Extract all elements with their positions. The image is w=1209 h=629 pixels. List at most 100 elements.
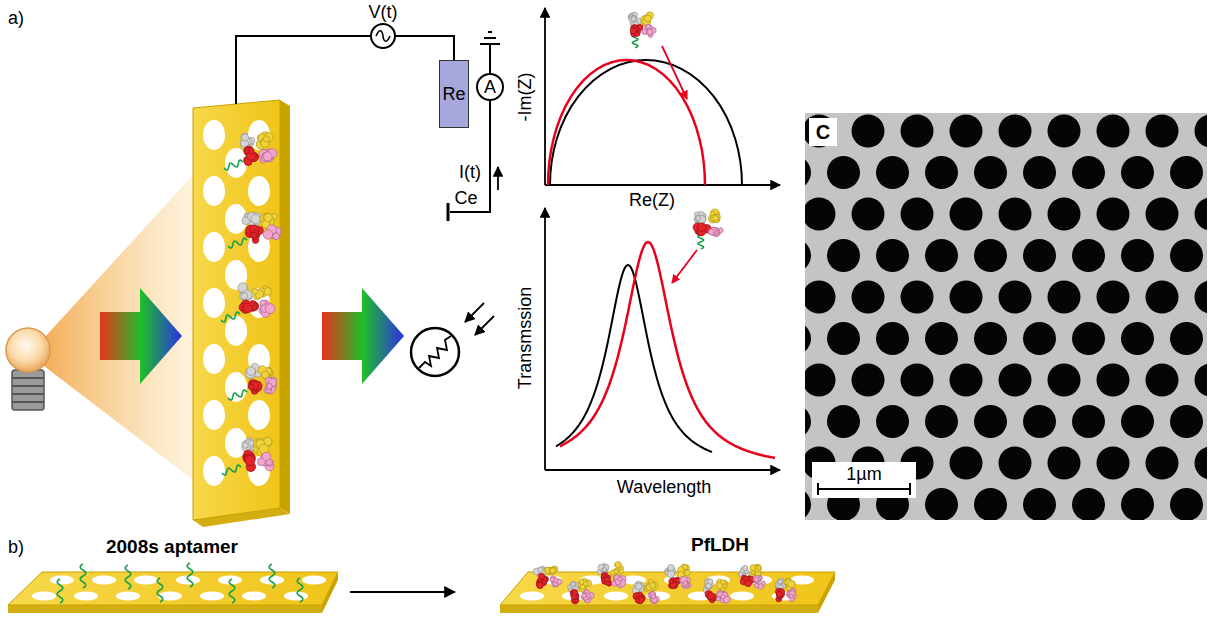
sem-image-part-part — [950, 198, 983, 231]
sem-image-part-part — [852, 198, 885, 231]
nanohole-chip-part — [280, 100, 290, 514]
protein-icon-part — [247, 367, 256, 376]
sem-image-part-part — [1097, 364, 1130, 397]
sem-image-part-part — [974, 488, 1007, 520]
transmission-plot-part — [560, 242, 775, 458]
protein-icon-part — [716, 597, 720, 601]
protein-icon — [632, 580, 659, 604]
protein-icon-part — [647, 29, 653, 35]
sem-image-part — [805, 115, 1207, 521]
protein-icon-part — [630, 28, 636, 34]
sem-image-part-part — [805, 239, 811, 272]
protein-icon-part — [615, 562, 621, 568]
sem-image-part-part — [1072, 488, 1105, 520]
sem-image-part-part — [805, 281, 836, 314]
source-circle — [371, 24, 395, 48]
sem-image-part-part — [852, 281, 885, 314]
protein-icon-part — [251, 214, 260, 223]
sem-image-part-part — [1023, 488, 1056, 520]
sem-image-part-part — [1048, 281, 1081, 314]
sem-image-part-part — [1146, 447, 1179, 480]
aptamer-strand — [269, 564, 275, 588]
sem-image-part-part — [805, 322, 811, 355]
process-arrow — [350, 591, 455, 593]
protein-icon-part — [707, 593, 714, 600]
protein-icon-part — [265, 304, 275, 314]
chip-after-part-part — [520, 592, 544, 601]
nanohole-chip-part-part — [248, 400, 270, 430]
protein-icon-part — [538, 567, 543, 572]
protein-icon-part — [602, 568, 606, 572]
sem-image-part-part — [1072, 156, 1105, 189]
protein-icon-part — [750, 565, 756, 571]
circuit-wires-part — [447, 203, 450, 221]
chip-before-part-part — [200, 592, 224, 601]
protein-icon-part — [696, 216, 701, 221]
chip-after-part-part — [604, 592, 628, 601]
protein-icon-part — [619, 569, 623, 573]
protein-icon-part — [242, 442, 248, 448]
node-text: V(t) — [363, 2, 403, 22]
protein-icon-part — [605, 577, 610, 582]
protein-icon-part — [241, 134, 248, 141]
sem-image-part-part — [999, 115, 1032, 148]
protein-icon-part — [788, 580, 795, 587]
protein-icon-part — [650, 582, 656, 588]
chip-before-part-part — [302, 576, 326, 585]
transmission-plot-part — [545, 469, 780, 471]
protein-icon-part — [644, 15, 651, 22]
protein-icon-part — [263, 136, 269, 142]
protein-icon-part — [754, 583, 758, 587]
aptamer-strand — [222, 465, 241, 475]
sem-image-part-part — [1023, 322, 1056, 355]
panel-label: b) — [8, 537, 24, 557]
sem-image-part-part — [925, 239, 958, 272]
protein-icon-part — [777, 592, 782, 597]
aptamer-strand — [228, 390, 247, 400]
protein-icon-part — [754, 577, 759, 582]
sem-image-part-part — [827, 322, 860, 355]
protein-icon-part — [251, 232, 257, 238]
chip-before-part — [8, 605, 322, 613]
protein-icon-part — [263, 230, 272, 239]
protein-icon-part — [745, 580, 752, 587]
protein-icon — [703, 578, 730, 603]
protein-icon — [246, 363, 277, 394]
protein-icon — [665, 564, 691, 589]
protein-icon-part — [742, 565, 747, 570]
protein-icon-part — [651, 594, 655, 598]
protein-icon-part — [537, 582, 544, 589]
circuit-wires-part — [236, 36, 371, 104]
reference-electrode-box: Re — [439, 60, 468, 128]
protein-icon-part — [538, 573, 544, 579]
protein-icon — [597, 562, 626, 588]
sem-image-part-part — [950, 364, 983, 397]
circle-outline — [477, 74, 503, 100]
chip-before-part-part — [134, 576, 158, 585]
nanohole-chip-part-part — [203, 456, 225, 486]
nyquist-plot-part — [548, 60, 705, 185]
nyquist-plot-part — [550, 60, 742, 185]
sem-image-part — [805, 113, 1207, 520]
axis-label: Wavelength — [617, 477, 711, 497]
sem-image-part-part — [974, 405, 1007, 438]
protein-icon-part — [267, 383, 273, 389]
protein-icon-part — [631, 16, 637, 22]
aptamer-strand — [187, 563, 193, 587]
sem-image-part-part — [925, 156, 958, 189]
circuit-wires — [236, 32, 500, 221]
chip-before-part-part — [74, 592, 98, 601]
photodetector-part — [419, 336, 451, 368]
sem-image-part-part — [805, 156, 811, 189]
photodetector-part — [411, 328, 459, 376]
sem-image-part-part — [1195, 115, 1208, 148]
protein-icon-part — [708, 229, 714, 235]
nanohole-chip-part-part — [203, 344, 225, 374]
sem-image-part-part — [1170, 156, 1203, 189]
protein-icon-part — [778, 580, 782, 584]
nanohole-chip-part-part — [225, 316, 247, 346]
aptamer-strand — [698, 235, 704, 249]
aptamer-strand — [57, 579, 63, 603]
photodetector-part — [475, 316, 494, 335]
